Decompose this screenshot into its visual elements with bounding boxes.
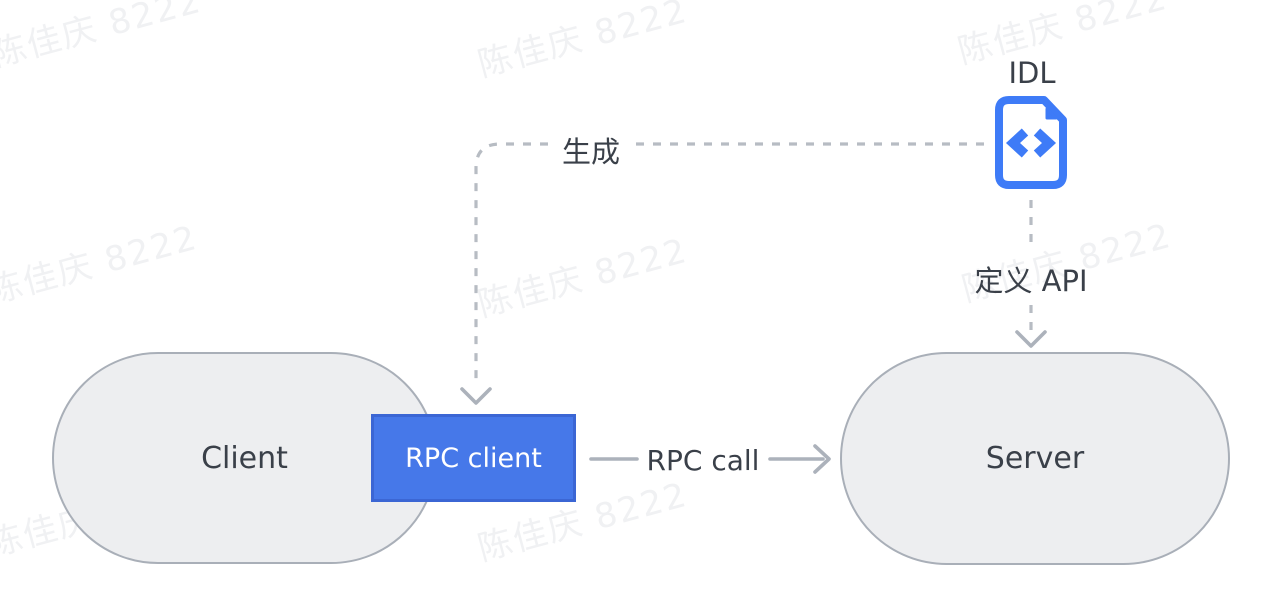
define-api-edge-label: 定义 API	[974, 264, 1088, 298]
generate-arrowhead	[460, 387, 492, 405]
server-node: Server	[840, 352, 1230, 565]
idl-node-label: IDL	[1008, 56, 1056, 90]
client-node: Client	[52, 352, 437, 564]
rpc-client-node: RPC client	[371, 414, 576, 502]
server-node-label: Server	[985, 441, 1085, 476]
rpc-call-edge-label: RPC call	[646, 444, 760, 477]
watermark: 陈佳庆 8222	[473, 0, 693, 86]
client-node-label: Client	[201, 440, 288, 476]
watermark: 陈佳庆 8222	[0, 217, 203, 313]
rpc-call-arrowhead	[813, 444, 831, 474]
watermark: 陈佳庆 8222	[473, 230, 693, 326]
generate-edge-label: 生成	[561, 135, 620, 169]
file-code-icon	[995, 96, 1067, 189]
define-api-arrowhead	[1015, 330, 1047, 348]
watermark: 陈佳庆 8222	[0, 0, 207, 76]
rpc-client-node-label: RPC client	[405, 442, 542, 474]
